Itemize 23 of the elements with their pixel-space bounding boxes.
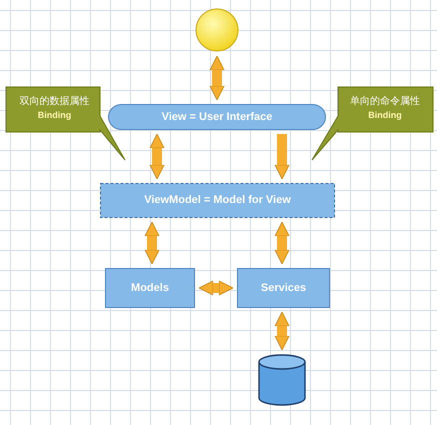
box-label: Models xyxy=(130,281,170,296)
double-arrow xyxy=(144,222,160,264)
box-label: Services xyxy=(260,281,308,296)
box-label: View = User Interface xyxy=(160,110,274,125)
double-arrow xyxy=(198,280,234,296)
callout-label: Binding xyxy=(36,110,72,120)
arrow xyxy=(274,134,290,180)
double-arrow xyxy=(274,222,290,264)
callout-box xyxy=(310,86,434,162)
double-arrow xyxy=(150,134,164,180)
callout-text: 单向的命令属性 xyxy=(349,94,421,108)
callout-text: 双向的数据属性 xyxy=(18,94,90,108)
box-label: ViewModel = Model for View xyxy=(143,193,292,208)
callout-box xyxy=(5,86,127,162)
callout-label: Binding xyxy=(367,110,403,120)
double-arrow xyxy=(274,312,290,350)
double-arrow xyxy=(210,56,224,100)
process-box xyxy=(108,104,326,130)
process-box xyxy=(237,268,330,308)
process-box xyxy=(100,183,335,218)
database-cylinder xyxy=(258,354,306,406)
smiley-circle xyxy=(195,8,239,52)
process-box xyxy=(105,268,195,308)
